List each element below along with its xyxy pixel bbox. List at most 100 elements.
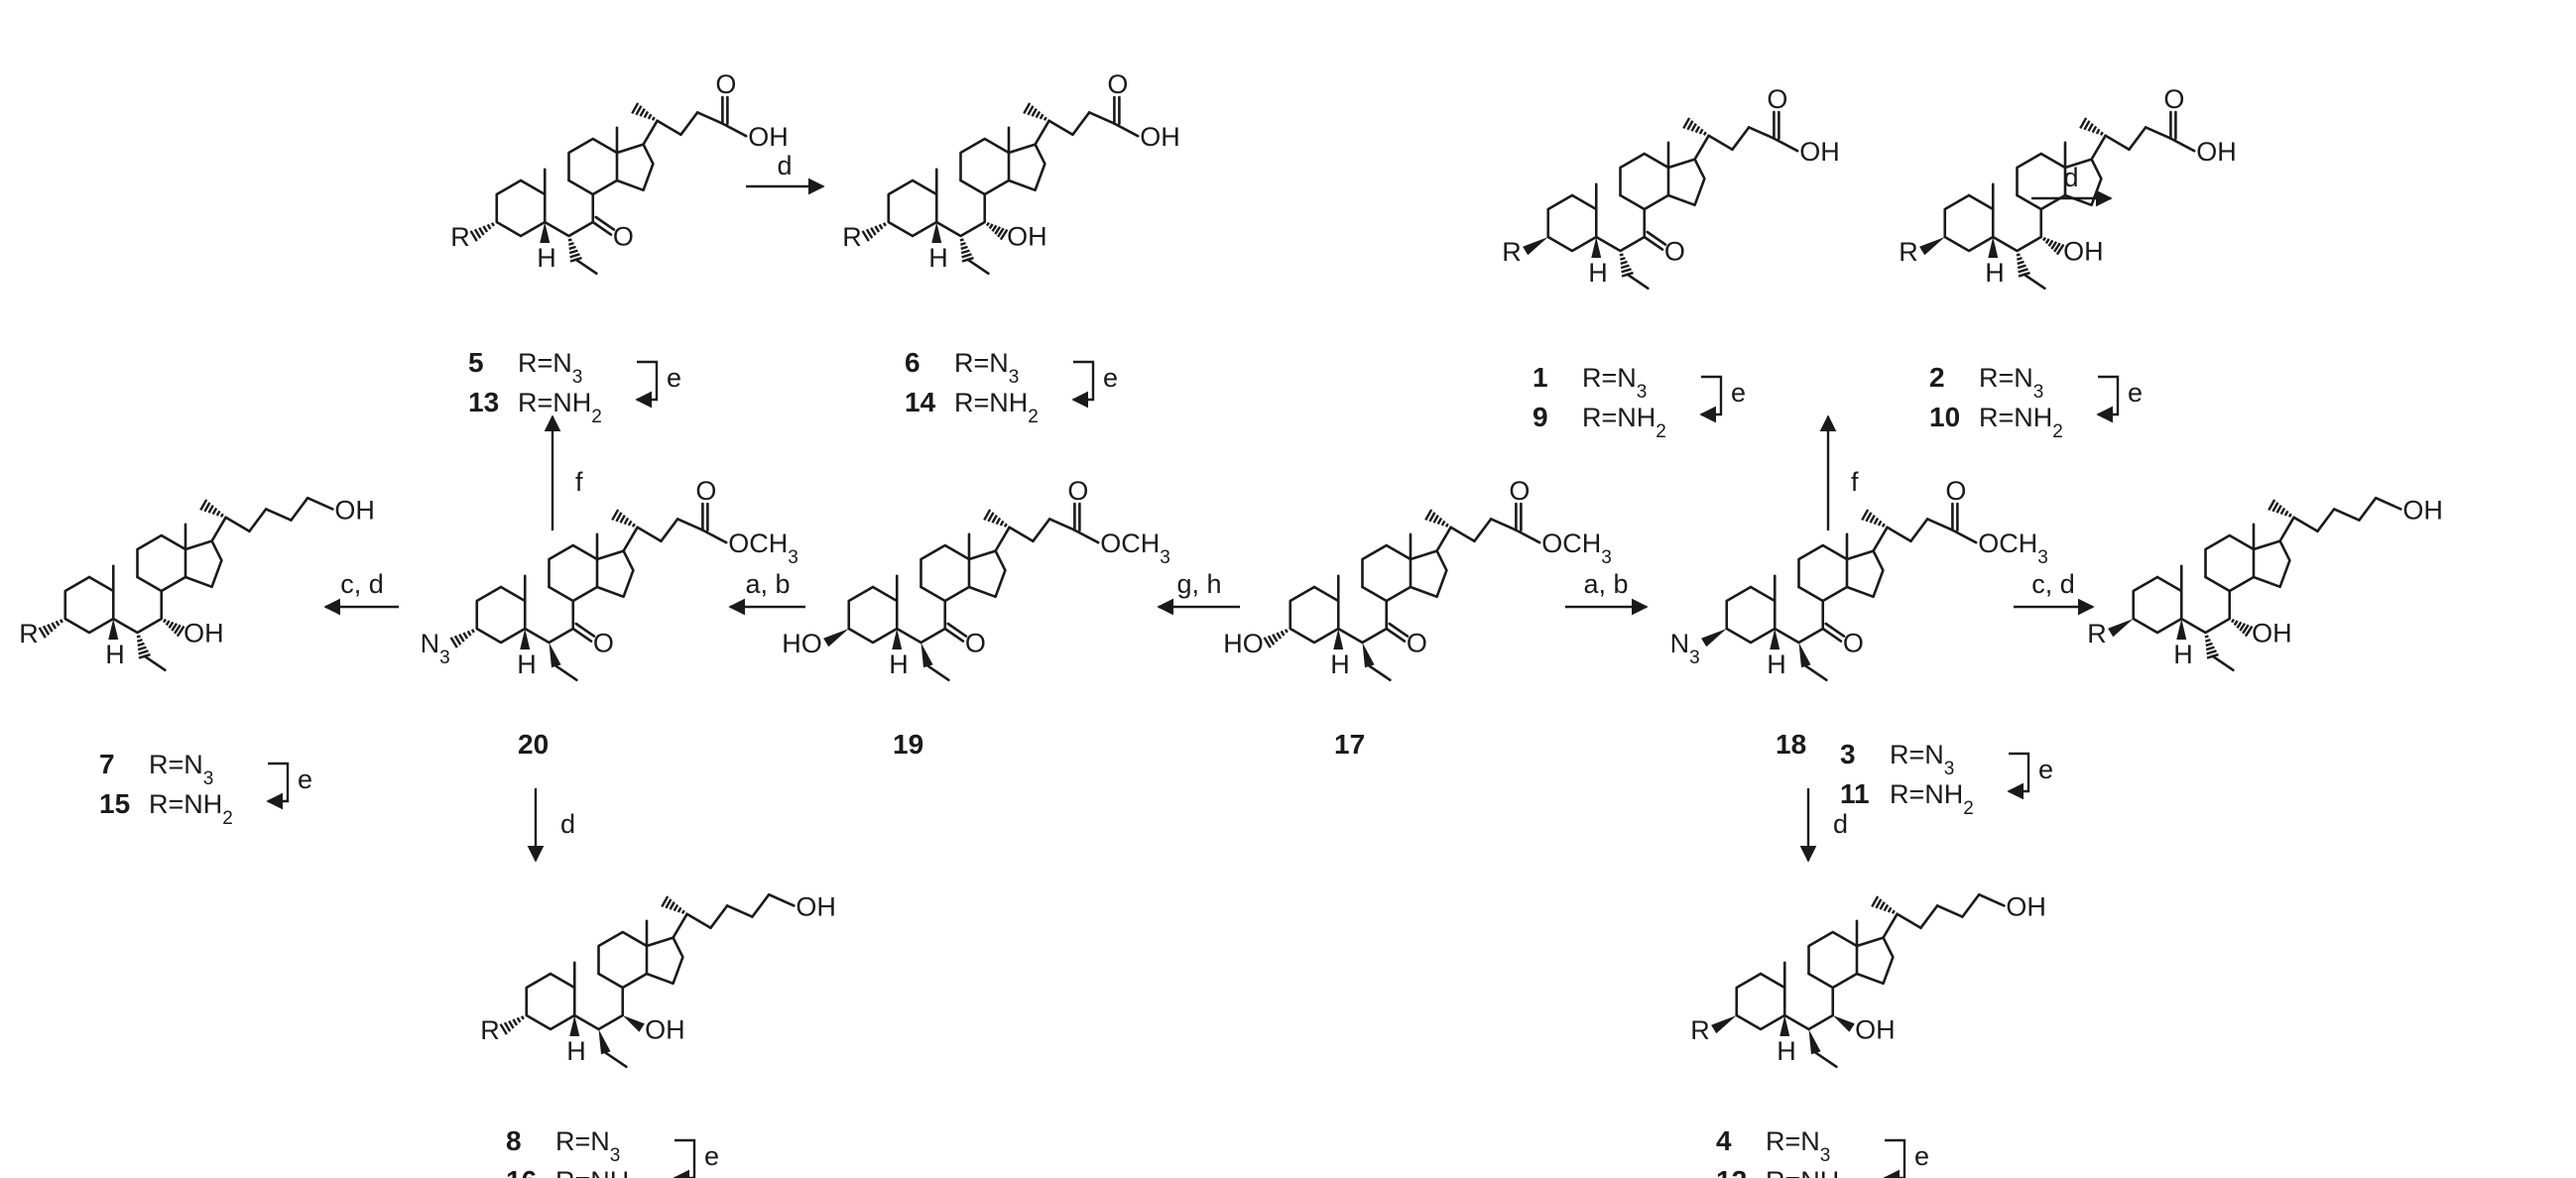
c21-methyl-bond xyxy=(611,509,636,528)
c21-methyl-bond xyxy=(2268,499,2292,518)
c3-alpha-bond xyxy=(38,619,63,639)
compound-number-16: 16 xyxy=(506,1165,537,1178)
c21-methyl-bond xyxy=(1424,509,1449,528)
c7-oh-label: OH xyxy=(2252,619,2292,648)
c3-beta-bond xyxy=(1711,1015,1737,1034)
compound-number-1: 1 xyxy=(1533,362,1548,393)
c7-alpha-oh-bond xyxy=(162,618,185,638)
reagent-e-2: e xyxy=(2128,378,2143,408)
compound-number-20: 20 xyxy=(518,729,549,760)
ethyl-alpha-bond xyxy=(567,238,582,263)
h-5-label: H xyxy=(889,649,909,679)
h-5-bond xyxy=(1779,1015,1790,1036)
ethyl-beta-bond xyxy=(1362,643,1375,668)
compound-number-2: 2 xyxy=(1929,362,1945,393)
c3-beta-bond xyxy=(823,629,849,648)
c7-alpha-oh-bond xyxy=(2230,618,2254,638)
ethyl-alpha-bond xyxy=(136,635,151,659)
substituent-5: R=N3 xyxy=(518,348,582,388)
acid-oh-label: OH xyxy=(2196,137,2237,167)
c3-beta-bond xyxy=(2108,619,2134,638)
h-5-label: H xyxy=(1588,258,1608,288)
acid-oh-label: OH xyxy=(1799,137,1840,167)
h-5-bond xyxy=(1333,629,1344,649)
h-5-label: H xyxy=(537,243,556,273)
h-5-label: H xyxy=(105,640,125,669)
c7-beta-oh-bond xyxy=(622,1015,645,1032)
reagent-e-4: e xyxy=(1914,1141,1929,1171)
c7-oh-label: OH xyxy=(645,1015,685,1045)
h-5-label: H xyxy=(1767,649,1786,679)
c7-alpha-oh-bond xyxy=(985,221,1009,241)
arrow-1-to-2-label: d xyxy=(2063,163,2078,192)
arrow-19-to-20-label: a, b xyxy=(745,569,790,599)
h-5-label: H xyxy=(517,649,537,679)
c7-oh-label: OH xyxy=(2063,237,2104,267)
carbonyl-o-label: O xyxy=(2163,84,2184,114)
carbonyl-o-label: O xyxy=(1107,69,1128,99)
c7-oxo-label: O xyxy=(965,629,986,658)
c3-beta-bond xyxy=(1701,629,1727,648)
ethyl-beta-bond xyxy=(1798,643,1811,668)
h-5-bond xyxy=(569,1015,580,1036)
ethyl-beta-bond xyxy=(1808,1029,1821,1055)
c21-methyl-bond xyxy=(1861,509,1886,528)
acid-oh-label: OH xyxy=(1140,122,1180,152)
ethyl-alpha-bond xyxy=(959,238,974,263)
carbonyl-o-label: O xyxy=(1945,476,1966,506)
c3-substituent-label: R xyxy=(19,619,39,648)
h-5-bond xyxy=(931,222,942,243)
arrow-18-to-1-label: f xyxy=(1851,467,1859,497)
carbonyl-o-label: O xyxy=(1767,84,1787,114)
substituent-10: R=NH2 xyxy=(1979,403,2063,442)
h-5-label: H xyxy=(1330,649,1350,679)
arrow-e-6 xyxy=(1071,360,1095,409)
carbonyl-o-label: O xyxy=(1067,476,1088,506)
compound-number-6: 6 xyxy=(905,347,920,378)
c3-substituent-label: R xyxy=(842,222,862,252)
c7-oh-label: OH xyxy=(1007,222,1046,252)
c3-substituent-label: R xyxy=(480,1015,500,1045)
reagent-e-1: e xyxy=(1731,378,1746,408)
terminal-oh-label: OH xyxy=(2006,891,2046,921)
h-5-label: H xyxy=(1985,258,2005,288)
h-5-bond xyxy=(540,222,551,243)
substituent-13: R=NH2 xyxy=(518,388,602,427)
c21-methyl-bond xyxy=(2079,117,2104,136)
c3-substituent-label: R xyxy=(1502,237,1522,267)
arrow-20-to-7-label: c, d xyxy=(340,569,384,599)
h-5-label: H xyxy=(2173,640,2193,669)
compound-number-3: 3 xyxy=(1840,739,1856,769)
reagent-e-6: e xyxy=(1103,363,1118,393)
c21-methyl-bond xyxy=(199,499,224,518)
c3-substituent-label: N3 xyxy=(421,629,450,668)
ethyl-alpha-bond xyxy=(2204,635,2219,659)
c3-substituent-label: HO xyxy=(1223,629,1264,658)
reagent-e-7: e xyxy=(298,765,312,794)
compound-number-14: 14 xyxy=(905,387,936,417)
carbonyl-o-label: O xyxy=(695,476,716,506)
h-5-bond xyxy=(520,629,531,649)
compound-number-8: 8 xyxy=(506,1125,522,1156)
structure-20: H N3 O O OCH3 xyxy=(421,476,798,682)
arrow-e-2 xyxy=(2096,375,2120,423)
c21-methyl-bond xyxy=(1023,102,1047,121)
ester-och3-label: OCH3 xyxy=(728,529,798,568)
arrow-e-7 xyxy=(266,762,290,810)
c7-oxo-label: O xyxy=(1407,629,1427,658)
c7-alpha-oh-bond xyxy=(2041,236,2065,256)
c7-oxo-label: O xyxy=(593,629,614,658)
c3-beta-bond xyxy=(1523,237,1548,256)
compound-number-11: 11 xyxy=(1840,778,1870,809)
terminal-oh-label: OH xyxy=(2402,495,2443,525)
c3-beta-bond xyxy=(1919,237,1945,256)
arrow-5-to-6-label: d xyxy=(777,151,792,180)
c3-alpha-bond xyxy=(449,629,475,648)
